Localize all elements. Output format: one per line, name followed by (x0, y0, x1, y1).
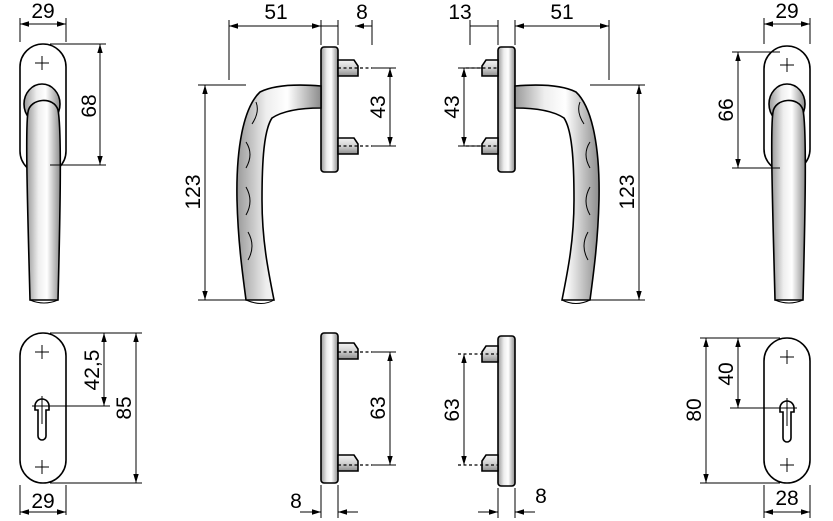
side-view-handle-right (466, 46, 600, 304)
bottom-right-dims: 80 40 28 (683, 337, 811, 518)
dim-label: 80 (683, 398, 706, 421)
top-left-width-dim: 29 (19, 0, 67, 42)
bottom-mid-right-dims: 63 8 (441, 354, 547, 518)
dim-label: 51 (264, 1, 287, 24)
dim-label: 8 (290, 490, 302, 513)
bottom-mid-left-dims: 63 8 (290, 351, 396, 518)
dim-label: 28 (775, 487, 798, 510)
rosette-keyhole-left (19, 332, 67, 484)
dim-label: 29 (31, 490, 54, 513)
dim-label: 85 (113, 396, 136, 419)
front-view-handle-right (763, 45, 811, 304)
dim-label: 8 (356, 1, 368, 24)
dim-label: 51 (550, 1, 573, 24)
dim-label: 66 (715, 98, 738, 121)
rosette-side-right (458, 335, 516, 487)
dim-label: 42,5 (81, 350, 104, 391)
dim-label: 13 (448, 1, 471, 24)
dim-label: 68 (78, 94, 101, 117)
dim-label: 123 (616, 174, 639, 209)
top-right-dims: 29 66 (715, 0, 811, 169)
rosette-keyhole-right (763, 337, 811, 484)
bottom-left-dims: 42,5 85 29 (19, 332, 142, 515)
side-right-dims: 13 51 43 123 (441, 1, 645, 301)
dim-label: 29 (31, 0, 54, 23)
dim-label: 63 (367, 396, 390, 419)
rosette-side-left (320, 332, 372, 484)
dim-label: 43 (367, 95, 390, 118)
side-view-handle-left (236, 46, 372, 304)
top-left-height-dim: 68 (50, 43, 106, 166)
front-view-handle-left (19, 43, 67, 304)
dim-label: 63 (441, 398, 464, 421)
side-left-dims: 51 8 123 43 (182, 1, 396, 301)
dim-label: 123 (182, 174, 205, 209)
dim-label: 40 (715, 362, 738, 385)
dim-label: 43 (441, 95, 464, 118)
dim-label: 29 (775, 0, 798, 23)
dim-label: 8 (535, 485, 547, 508)
